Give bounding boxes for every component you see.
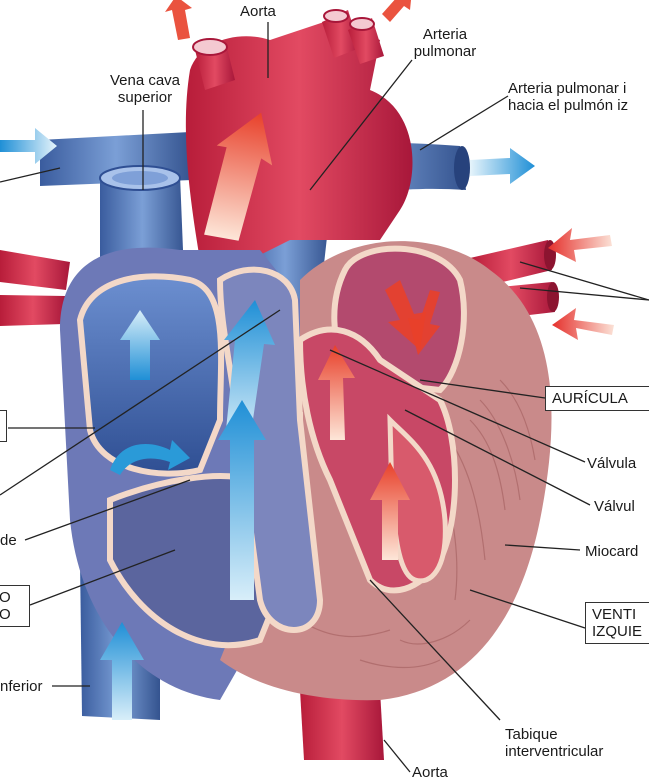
label-pulmonary-artery: Arteria pulmonar: [405, 26, 485, 60]
label-pulmonary-artery-line1: Arteria: [422, 26, 468, 43]
label-fragment-de: de: [0, 532, 17, 549]
label-superior-vena-cava: Vena cava superior: [90, 72, 200, 106]
label-valve-2: Válvul: [594, 498, 635, 515]
label-myocardium: Miocard: [585, 543, 639, 560]
label-valve-1: Válvula: [587, 455, 637, 472]
label-septum: Tabique interventricular: [505, 726, 603, 760]
label-septum-line1: Tabique: [505, 726, 558, 743]
label-superior-vena-cava-line2: superior: [117, 89, 173, 106]
label-left-box-top: [0, 410, 7, 442]
label-pulmonary-artery-line2: pulmonar: [413, 43, 477, 60]
label-left-pulmonary-artery-line2: hacia el pulmón iz: [508, 97, 629, 114]
label-left-pulmonary-artery-line1: Arteria pulmonar i: [508, 80, 627, 97]
label-inferior-vena-cava-fragment: nferior: [0, 678, 43, 695]
pulmonary-veins-left: [0, 250, 70, 326]
label-left-pulmonary-artery: Arteria pulmonar i hacia el pulmón iz: [508, 80, 628, 114]
label-left-box-fragment-line1: O: [0, 589, 11, 606]
label-septum-line2: interventricular: [505, 743, 604, 760]
leader-lines: [0, 22, 649, 773]
label-left-ventricle-box: VENTI IZQUIE: [585, 602, 649, 644]
blood-flow-arrows: [0, 0, 614, 720]
label-left-box-fragment-line2: O: [0, 606, 11, 623]
label-aorta-top: Aorta: [240, 3, 276, 20]
label-left-ventricle-line1: VENTI: [592, 606, 637, 623]
label-left-box-fragment: O O: [0, 585, 30, 627]
label-left-atrium-box: AURÍCULA: [545, 386, 649, 411]
label-superior-vena-cava-line1: Vena cava: [109, 72, 181, 89]
heart-body: [60, 241, 552, 701]
label-left-ventricle-line2: IZQUIE: [592, 623, 643, 640]
